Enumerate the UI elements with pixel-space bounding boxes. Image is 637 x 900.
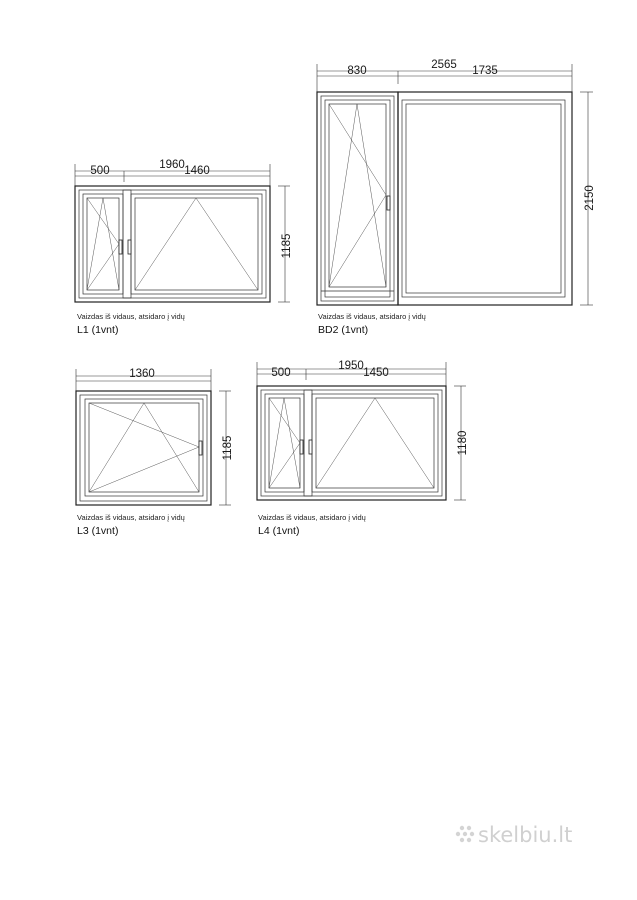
bd2-caption: Vaizdas iš vidaus, atsidaro į vidų xyxy=(318,312,426,321)
l1-caption: Vaizdas iš vidaus, atsidaro į vidų xyxy=(77,312,185,321)
bd2-total-width-label: 2565 xyxy=(431,59,457,71)
l1-frame xyxy=(74,185,271,303)
window-l1: 1960 500 1460 1185 Vaizdas iš vidaus, at… xyxy=(74,159,293,336)
l3-total-width-label: 1360 xyxy=(129,368,155,380)
bd2-dimension-lines xyxy=(316,64,593,306)
bd2-code: BD2 (1vnt) xyxy=(318,324,368,336)
window-bd2: 2565 830 1735 2150 Vaizdas iš vidaus, at… xyxy=(316,59,596,336)
l1-code: L1 (1vnt) xyxy=(77,324,118,336)
l4-total-width-label: 1950 xyxy=(338,360,364,372)
l1-height-label: 1185 xyxy=(281,234,293,259)
watermark-text: skelbiu.lt xyxy=(478,823,572,847)
l4-right-handle-icon xyxy=(308,439,313,455)
l1-right-width-label: 1460 xyxy=(184,165,210,177)
l4-right-width-label: 1450 xyxy=(363,367,389,379)
window-l3: 1360 1185 Vaizdas iš vidaus, atsidaro į … xyxy=(75,368,234,537)
l3-code: L3 (1vnt) xyxy=(77,525,118,537)
l4-left-width-label: 500 xyxy=(271,367,290,379)
bd2-frame xyxy=(316,91,573,306)
l1-dimension-lines xyxy=(74,164,290,303)
bd2-left-width-label: 830 xyxy=(347,65,366,77)
l3-frame xyxy=(75,390,212,506)
bd2-height-label: 2150 xyxy=(584,185,596,211)
l3-handle-icon xyxy=(198,440,203,456)
l1-left-handle-icon xyxy=(118,239,123,255)
l1-total-width-label: 1960 xyxy=(159,159,185,171)
dots-logo-icon xyxy=(455,825,475,843)
l4-code: L4 (1vnt) xyxy=(258,525,299,537)
l3-caption: Vaizdas iš vidaus, atsidaro į vidų xyxy=(77,513,185,522)
l4-dimension-lines xyxy=(256,362,466,501)
l4-frame xyxy=(256,385,447,501)
l3-height-label: 1185 xyxy=(222,436,234,461)
l4-left-handle-icon xyxy=(299,439,304,455)
watermark: skelbiu.lt xyxy=(455,823,572,847)
l3-dimension-lines xyxy=(75,369,231,506)
window-l4: 1950 500 1450 1180 Vaizdas iš vidaus, at… xyxy=(256,360,469,537)
l4-caption: Vaizdas iš vidaus, atsidaro į vidų xyxy=(258,513,366,522)
bd2-handle-icon xyxy=(386,195,391,211)
l4-height-label: 1180 xyxy=(457,431,469,456)
bd2-right-width-label: 1735 xyxy=(472,65,498,77)
l1-right-handle-icon xyxy=(127,239,132,255)
l1-left-width-label: 500 xyxy=(90,165,109,177)
